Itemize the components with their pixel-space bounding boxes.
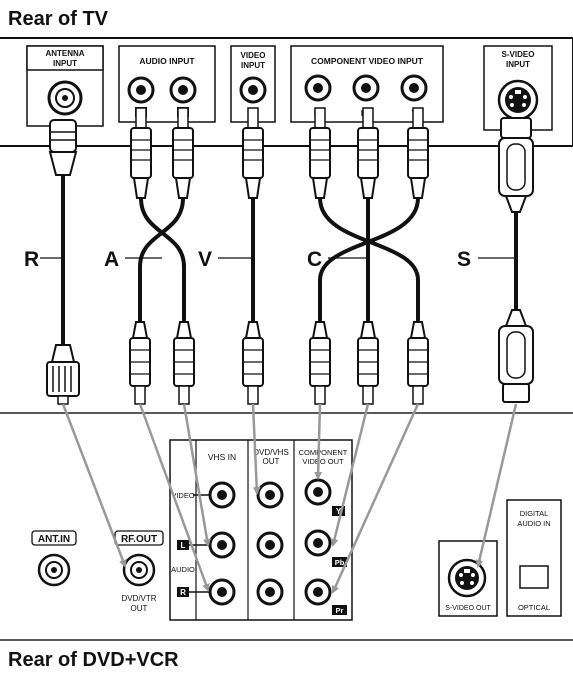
- ant-in-label: ANT.IN: [38, 534, 70, 545]
- cable-label-v: V: [198, 248, 212, 271]
- vhs-in-audio-l-jack-icon: [208, 531, 236, 559]
- cable-v-video: [242, 107, 264, 405]
- arrow-v-to-out: [251, 403, 261, 495]
- optical-label: OPTICAL: [518, 603, 550, 612]
- cable-labels: R A V C S: [24, 248, 516, 271]
- video-row-label: VIDEO: [171, 491, 195, 500]
- tv-audio-r-jack-icon: [169, 76, 197, 104]
- s-video-out-jack-icon: [447, 558, 487, 598]
- video-input-label-2: INPUT: [241, 61, 265, 70]
- tv-rear-panel: ANTENNA INPUT AUDIO INPUT L R VIDEO INPU…: [0, 37, 573, 147]
- cable-r-rf-coax: [46, 119, 80, 405]
- cable-c-component: [309, 107, 429, 405]
- component-out-y-jack-icon: [304, 478, 332, 506]
- dvd-vhs-out-video-jack-icon: [256, 481, 284, 509]
- cable-label-a: A: [104, 248, 119, 271]
- digital-audio-in-label-2: AUDIO IN: [517, 519, 550, 528]
- tv-s-video-jack-icon: [497, 79, 539, 121]
- dvd-audio-l-badge: [177, 540, 189, 550]
- component-out-pb-jack-icon: [304, 529, 332, 557]
- vhs-in-video-jack-icon: [208, 481, 236, 509]
- arrow-r-to-rf-out: [61, 403, 127, 568]
- dvd-vtr-out-label-1: DVD/VTR: [121, 594, 156, 603]
- tv-pb-jack-icon: [352, 74, 380, 102]
- video-input-label-1: VIDEO: [241, 51, 266, 60]
- arrow-a-r-to-vhs: [182, 403, 211, 547]
- audio-input-label: AUDIO INPUT: [139, 56, 195, 66]
- component-pb-badge: [332, 557, 347, 567]
- arrow-c-y: [314, 403, 323, 480]
- cable-a-audio: [129, 107, 195, 405]
- svg-text:R: R: [180, 588, 186, 597]
- rf-out-jack-icon: [122, 553, 156, 587]
- digital-audio-in-label-1: DIGITAL: [520, 509, 549, 518]
- tv-video-jack-icon: [239, 76, 267, 104]
- s-video-out-label: S-VIDEO OUT: [445, 605, 491, 612]
- connection-arrows: [61, 403, 518, 594]
- dvd-audio-r-badge: [177, 587, 189, 597]
- svg-text:Pb: Pb: [335, 558, 345, 567]
- component-y-badge: [332, 506, 345, 516]
- s-video-input-label-2: INPUT: [506, 60, 530, 69]
- component-video-out-label-1: COMPONENT: [299, 448, 348, 457]
- heading-rear-of-dvd-vcr: Rear of DVD+VCR: [8, 649, 179, 671]
- component-video-out-label-2: VIDEO OUT: [302, 457, 344, 466]
- antenna-input-label-2: INPUT: [53, 59, 77, 68]
- antenna-jack-icon: [47, 80, 83, 116]
- tv-y-jack-icon: [400, 74, 428, 102]
- tv-pr-jack-icon: [304, 74, 332, 102]
- component-pr-badge: [332, 605, 347, 615]
- arrow-s-to-svideo-out: [475, 403, 518, 568]
- ant-in-badge: [31, 530, 77, 546]
- arrow-a-l-to-vhs: [138, 403, 210, 592]
- av-connector-block: [169, 439, 353, 621]
- digital-audio-in-box: [506, 499, 562, 617]
- s-video-input-label-1: S-VIDEO: [502, 50, 535, 59]
- component-video-input-label: COMPONENT VIDEO INPUT: [311, 56, 424, 66]
- dvd-vhs-out-audio-l-jack-icon: [256, 531, 284, 559]
- svg-text:L: L: [181, 541, 186, 550]
- dvd-vcr-rear-panel: ANT.IN RF.OUT DVD/VTR OUT VHS IN DVD/VHS…: [31, 439, 562, 621]
- cable-label-s: S: [457, 248, 471, 271]
- cable-s-svideo: [498, 117, 534, 403]
- rf-out-label: RF.OUT: [121, 534, 157, 545]
- vhs-in-label: VHS IN: [208, 452, 236, 462]
- tv-audio-l-jack-icon: [127, 76, 155, 104]
- svg-text:Y: Y: [336, 507, 342, 516]
- svg-text:Pr: Pr: [336, 606, 344, 615]
- component-out-pr-jack-icon: [304, 578, 332, 606]
- dvd-vhs-out-audio-r-jack-icon: [256, 578, 284, 606]
- dvd-vhs-out-label-2: OUT: [263, 457, 280, 466]
- audio-row-label: AUDIO: [171, 565, 195, 574]
- cable-label-c: C: [307, 248, 322, 271]
- cable-label-r: R: [24, 248, 39, 271]
- heading-rear-of-tv: Rear of TV: [8, 8, 109, 30]
- arrow-c-pb: [330, 403, 370, 547]
- dvd-vhs-out-label-1: DVD/VHS: [253, 448, 289, 457]
- arrow-c-pr: [331, 403, 420, 594]
- dvd-vtr-out-label-2: OUT: [131, 604, 148, 613]
- ant-in-jack-icon: [37, 553, 71, 587]
- vhs-in-audio-r-jack-icon: [208, 578, 236, 606]
- optical-port-icon: [519, 565, 549, 589]
- antenna-input-label-1: ANTENNA: [45, 49, 84, 58]
